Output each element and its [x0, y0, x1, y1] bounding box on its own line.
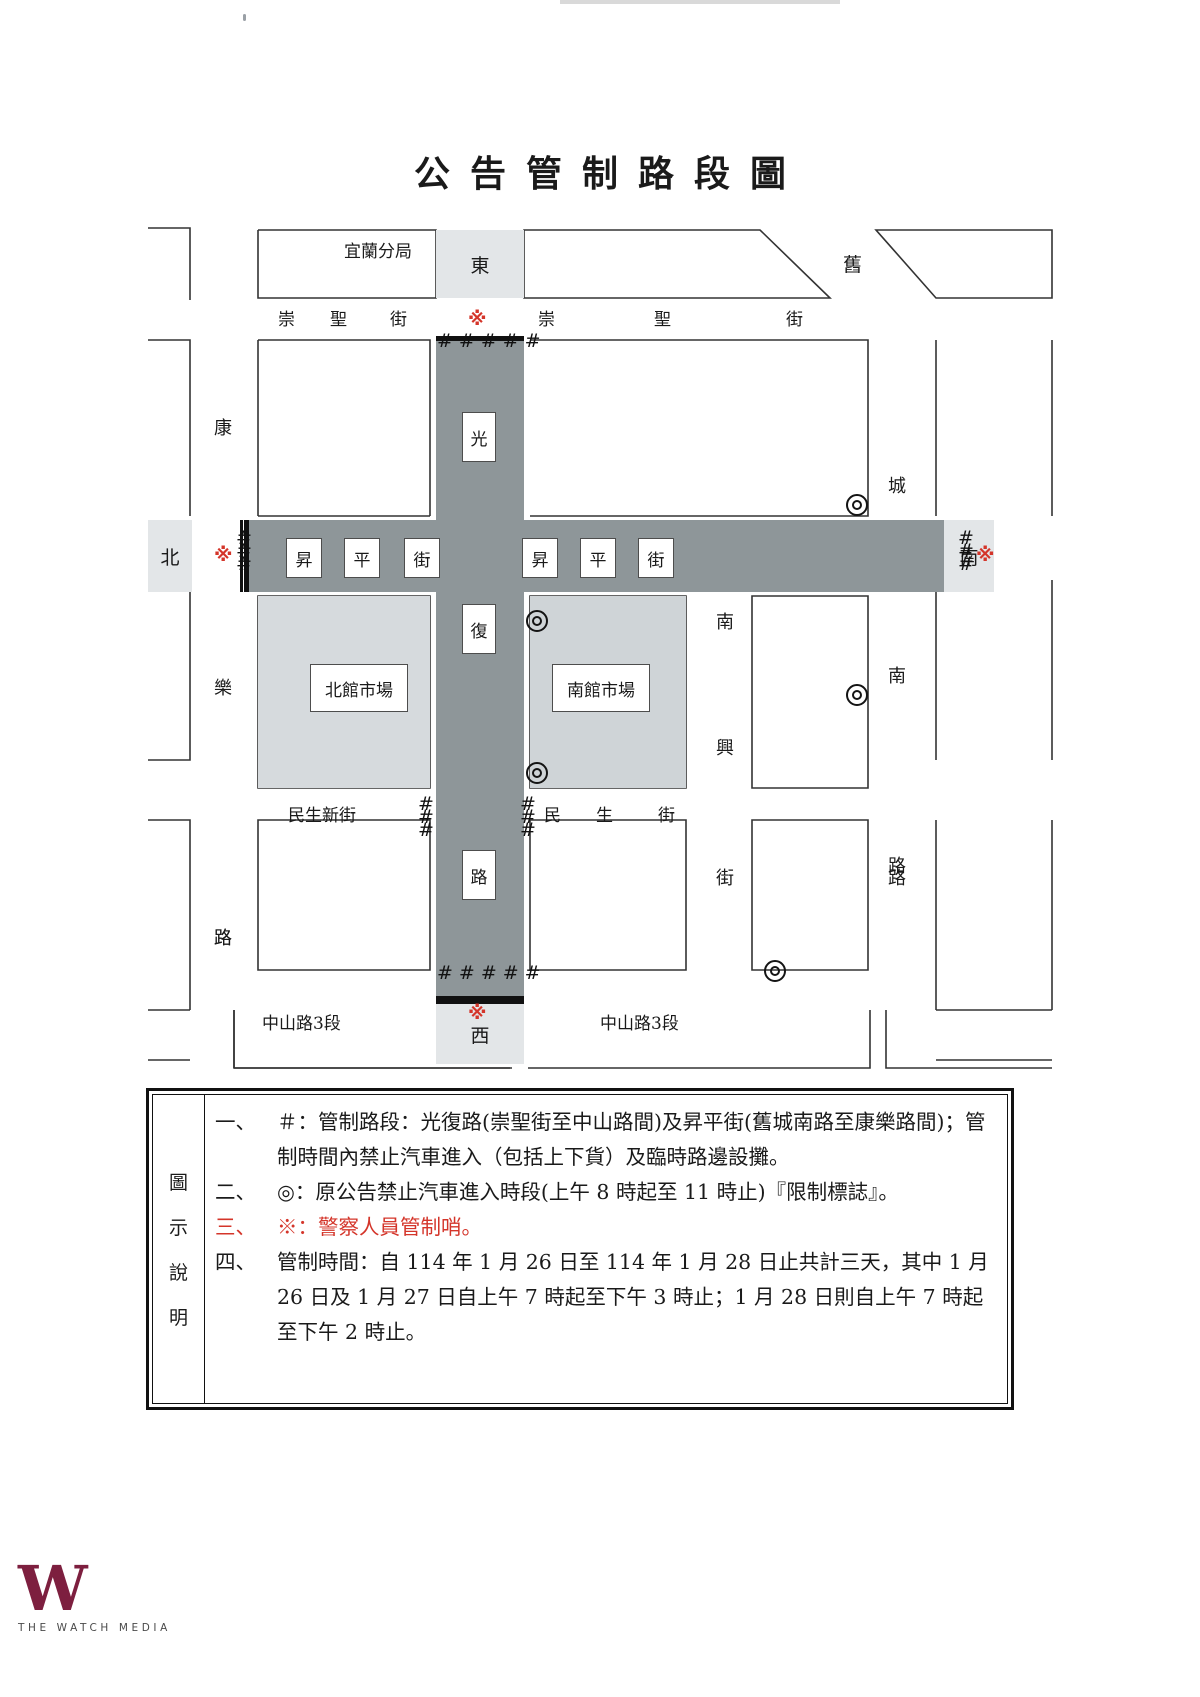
jiuchengnan-2: 南 — [888, 666, 906, 687]
chongsheng-right-1: 崇 — [538, 310, 555, 330]
map-linework — [148, 227, 1053, 1069]
legend-item-2: 二、 ◎：原公告禁止汽車進入時段(上午 8 時起至 11 時止)『限制標誌』。 — [215, 1175, 993, 1210]
police-station-label: 宜蘭分局 — [344, 242, 412, 262]
guangfu-2: 復 — [462, 604, 496, 654]
shengping-right-1: 昇 — [522, 538, 558, 578]
nannanxing-4: 街 — [716, 868, 734, 889]
shengping-right-2: 平 — [580, 538, 616, 578]
legend-item-1-number: 一、 — [215, 1110, 256, 1134]
guangfu-3: 路 — [462, 850, 496, 900]
restriction-ring-icon-3 — [526, 610, 548, 632]
restriction-ring-icon-1 — [846, 494, 868, 516]
legend-key-char-2: 示 — [168, 1217, 188, 1239]
legend-key-char-4: 明 — [168, 1307, 188, 1329]
direction-west-label: 西 — [470, 1024, 490, 1047]
restriction-ring-icon-2 — [846, 684, 868, 706]
old-label: 舊 — [843, 254, 863, 276]
hash-marks-north: ##### — [437, 330, 547, 352]
hash-marks-west: ### — [236, 527, 253, 575]
zhongshan-right-label: 中山路3段 — [600, 1014, 679, 1034]
direction-north-block: 北 — [148, 520, 192, 592]
legend-item-4-number: 四、 — [215, 1250, 256, 1274]
shengping-left-1: 昇 — [286, 538, 322, 578]
star-icon-east: ※ — [976, 544, 995, 566]
watermark-caption: THE WATCH MEDIA — [18, 1622, 171, 1634]
kangle-1: 康 — [214, 418, 232, 439]
legend-box: 圖 示 說 明 一、 ＃：管制路段：光復路(崇聖街至中山路間)及昇平街(舊城南路… — [146, 1088, 1014, 1410]
direction-north-label: 北 — [160, 546, 180, 569]
nannanxing-1: 南 — [716, 612, 734, 633]
minsheng-3: 街 — [658, 806, 675, 826]
zhongshan-left-label: 中山路3段 — [262, 1014, 341, 1034]
legend-item-3-text: ※：警察人員管制哨。 — [277, 1215, 482, 1239]
south-market-label: 南館市場 — [552, 664, 650, 712]
guangfu-1: 光 — [462, 412, 496, 462]
shengping-left-2: 平 — [344, 538, 380, 578]
kangle-2: 樂 — [214, 678, 232, 699]
chongsheng-left-1: 崇 — [278, 310, 295, 330]
shengping-right-3: 街 — [638, 538, 674, 578]
legend-item-2-number: 二、 — [215, 1180, 256, 1204]
kangle-road-char: 路 — [214, 928, 232, 949]
star-icon-south: ※ — [468, 1002, 487, 1024]
chongsheng-left-2: 聖 — [330, 310, 347, 330]
north-market-label: 北館市場 — [310, 664, 408, 712]
jiuchengnan-1: 城 — [888, 476, 906, 497]
direction-south-label: 南 — [959, 546, 979, 569]
nannanxing-3: 興 — [716, 738, 734, 759]
jiuchengnan-road-char: 路 — [888, 868, 906, 889]
legend-item-1: 一、 ＃：管制路段：光復路(崇聖街至中山路間)及昇平街(舊城南路至康樂路間)；管… — [215, 1105, 993, 1175]
legend-item-3-number: 三、 — [215, 1215, 256, 1239]
scan-edge-artifact — [560, 0, 840, 4]
legend-key-char-3: 說 — [168, 1262, 188, 1284]
direction-east-label: 東 — [470, 254, 490, 277]
direction-south-block: 南 — [944, 520, 994, 592]
legend-key-char-1: 圖 — [168, 1172, 188, 1194]
legend-item-4: 四、 管制時間：自 114 年 1 月 26 日至 114 年 1 月 28 日… — [215, 1245, 993, 1350]
hash-marks-east: ### — [958, 527, 975, 575]
restriction-ring-icon-4 — [526, 762, 548, 784]
minsheng-new-label: 民生新街 — [288, 806, 356, 826]
chongsheng-right-2: 聖 — [654, 310, 671, 330]
chongsheng-left-3: 街 — [390, 310, 407, 330]
legend-item-2-text: ◎：原公告禁止汽車進入時段(上午 8 時起至 11 時止)『限制標誌』。 — [277, 1180, 899, 1204]
watermark: W THE WATCH MEDIA — [18, 1552, 188, 1635]
hash-marks-minsheng-right: ### — [520, 793, 537, 841]
minsheng-1: 民 — [544, 806, 561, 826]
legend-item-1-text: ＃：管制路段：光復路(崇聖街至中山路間)及昇平街(舊城南路至康樂路間)；管制時間… — [277, 1110, 986, 1169]
minsheng-2: 生 — [596, 806, 613, 826]
control-area-map: 宜蘭分局 東 舊 崇 聖 街 崇 聖 街 ※ ##### 康 樂 路 北 ※ #… — [0, 220, 1200, 1080]
legend-key-column: 圖 示 說 明 — [153, 1095, 205, 1403]
scan-speck-artifact — [243, 14, 246, 21]
direction-west-block: 西 — [436, 1004, 524, 1064]
chongsheng-right-3: 街 — [786, 310, 803, 330]
shengping-left-3: 街 — [404, 538, 440, 578]
page-title: 公告管制路段圖 — [413, 153, 806, 195]
direction-east-block: 東 — [436, 230, 524, 298]
legend-item-3: 三、 ※：警察人員管制哨。 — [215, 1210, 993, 1245]
jiuchengnan-3: 路 — [888, 856, 906, 877]
star-icon-north: ※ — [468, 308, 487, 330]
watermark-logo-icon: W — [18, 1552, 88, 1625]
hash-marks-south: ##### — [437, 962, 547, 984]
legend-item-4-text: 管制時間：自 114 年 1 月 26 日至 114 年 1 月 28 日止共計… — [277, 1250, 989, 1344]
kangle-3: 路 — [214, 928, 232, 949]
star-icon-west: ※ — [214, 544, 233, 566]
restriction-ring-icon-5 — [764, 960, 786, 982]
legend-items: 一、 ＃：管制路段：光復路(崇聖街至中山路間)及昇平街(舊城南路至康樂路間)；管… — [205, 1095, 1007, 1403]
hash-marks-minsheng-left: ### — [418, 793, 435, 841]
